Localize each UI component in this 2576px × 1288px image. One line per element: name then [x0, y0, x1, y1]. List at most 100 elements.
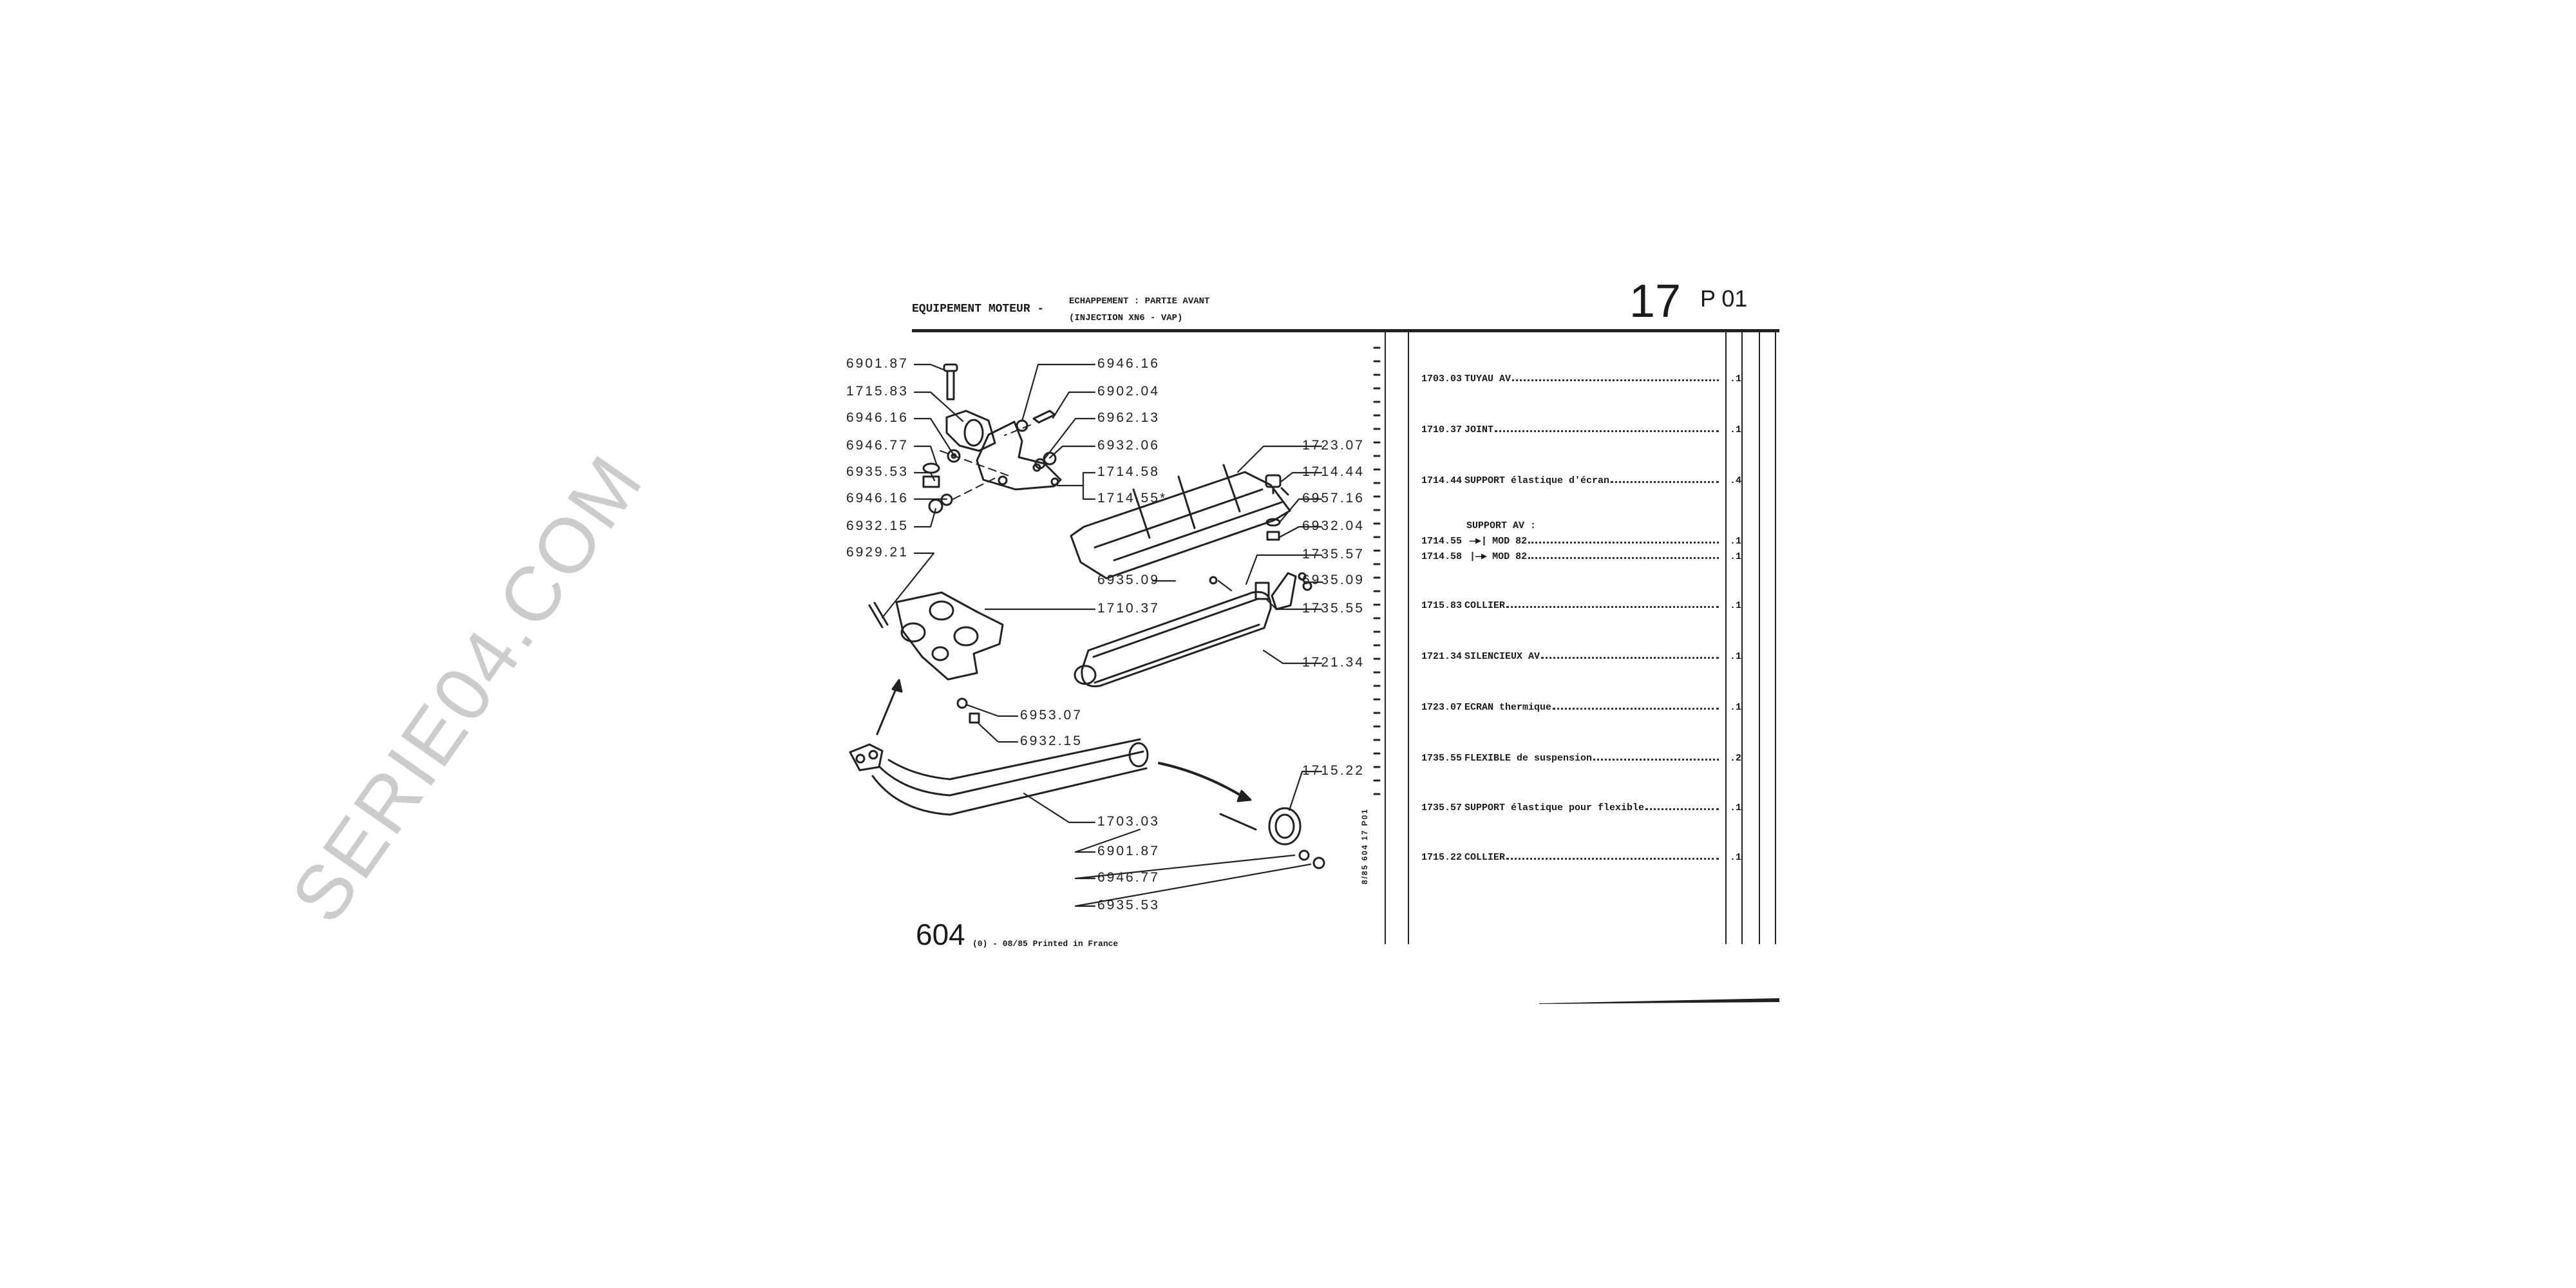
- part-name: COLLIER: [1464, 852, 1506, 863]
- part-ref: 1714.55: [1421, 536, 1463, 547]
- callout-label: 1710.37: [1097, 601, 1160, 616]
- dot-leader: [1645, 808, 1719, 810]
- dot-leader: [1528, 557, 1719, 559]
- part-qty: .1: [1730, 551, 1742, 562]
- parts-list-row: 1714.55 —▶| MOD 82: [1421, 536, 1721, 547]
- divider-list-left: [1408, 332, 1409, 944]
- callout-label: 6901.87: [1097, 844, 1160, 858]
- dot-leader: [1611, 481, 1719, 483]
- callout-label: 6902.04: [1097, 384, 1160, 399]
- part-name: TUYAU AV: [1464, 374, 1511, 384]
- callout-label: 6932.04: [1302, 518, 1365, 533]
- dot-leader: [1528, 542, 1719, 544]
- callout-label: 1714.55*: [1097, 491, 1168, 506]
- divider-qty: [1725, 332, 1727, 944]
- subtitle-line-2: (INJECTION XN6 - VAP): [1069, 313, 1183, 323]
- clamp-part: [1219, 807, 1325, 869]
- edition-note: (0) - 08/85 Printed in France: [972, 939, 1119, 949]
- scale-ruler: [1373, 346, 1381, 795]
- arrow-to-clamp: [1158, 762, 1247, 800]
- arrow-icon: |—▶: [1470, 551, 1488, 562]
- part-name: FLEXIBLE de suspension: [1464, 753, 1593, 764]
- muffler-part: [1074, 591, 1272, 688]
- callout-label: 1735.57: [1302, 547, 1365, 562]
- part-qty: .1: [1730, 536, 1742, 547]
- dot-leader: [1495, 430, 1719, 432]
- stud-part: [868, 601, 889, 629]
- callout-label: 6946.16: [846, 491, 909, 506]
- part-ref: 1735.55: [1421, 753, 1463, 764]
- dot-leader: [1541, 657, 1719, 659]
- model-number: 604: [916, 918, 965, 951]
- divider-ruler: [1385, 332, 1386, 944]
- callout-label: 6929.21: [846, 545, 909, 560]
- part-ref: 1710.37: [1421, 424, 1463, 435]
- callout-label: 1715.83: [846, 384, 909, 399]
- callout-label: 6946.77: [846, 438, 909, 453]
- part-qty: .4: [1730, 475, 1742, 486]
- part-qty: .1: [1730, 374, 1742, 384]
- callout-label: 6935.53: [1097, 898, 1160, 913]
- callout-label: 6957.16: [1302, 491, 1365, 506]
- bracket-plate-part: [976, 421, 1062, 491]
- dot-leader: [1593, 759, 1719, 761]
- callout-label: 1735.55: [1302, 601, 1365, 616]
- bolt-part: [943, 363, 958, 401]
- side-reference: 8/85 604 17 P01: [1360, 808, 1369, 885]
- dot-leader: [1553, 708, 1719, 710]
- arrow-icon: —▶|: [1470, 536, 1488, 547]
- part-ref: 1715.83: [1421, 600, 1463, 611]
- part-name: ECRAN thermique: [1464, 702, 1552, 713]
- callout-label: 6946.16: [1097, 356, 1160, 371]
- part-qty: .1: [1730, 702, 1742, 713]
- part-ref: 1723.07: [1421, 702, 1463, 713]
- callout-label: 6932.15: [1020, 734, 1083, 748]
- part-ref: 1721.34: [1421, 651, 1463, 662]
- callout-label: 1703.03: [1097, 814, 1160, 829]
- front-pipe-part: [849, 738, 1148, 816]
- bottom-rule: [1539, 998, 1779, 1004]
- part-name: MOD 82: [1492, 536, 1528, 547]
- part-ref: 1735.57: [1421, 802, 1463, 813]
- collar-part: [945, 410, 996, 452]
- callout-label: 6932.15: [846, 518, 909, 533]
- part-name: COLLIER: [1464, 600, 1506, 611]
- divider-col-3: [1759, 332, 1760, 944]
- callout-label: 1714.58: [1097, 464, 1160, 479]
- part-ref: 1703.03: [1421, 374, 1463, 384]
- part-name: JOINT: [1464, 424, 1494, 435]
- divider-col-2: [1741, 332, 1743, 944]
- part-name: MOD 82: [1492, 551, 1528, 562]
- callout-label: 1721.34: [1302, 655, 1365, 670]
- dot-leader: [1506, 606, 1719, 608]
- part-qty: .2: [1730, 753, 1742, 764]
- part-ref: 1715.22: [1421, 852, 1463, 863]
- dot-leader: [1512, 379, 1719, 381]
- parts-group-title: SUPPORT AV :: [1466, 520, 1721, 532]
- divider-col-4: [1775, 332, 1776, 944]
- callout-label: 6935.53: [846, 464, 909, 479]
- parts-list-row: 1714.58 |—▶ MOD 82: [1421, 551, 1721, 563]
- part-name: SUPPORT élastique pour flexible: [1464, 802, 1645, 813]
- callout-leaders: [881, 363, 1323, 907]
- callout-label: 6953.07: [1020, 708, 1083, 723]
- callout-label: 6946.16: [846, 410, 909, 425]
- part-name: SUPPORT élastique d'écran: [1464, 475, 1610, 486]
- dot-leader: [1506, 858, 1719, 860]
- callout-label: 6901.87: [846, 356, 909, 371]
- heat-shield-part: [1070, 464, 1291, 580]
- group-number: 17: [1629, 276, 1681, 327]
- part-ref: 1714.44: [1421, 475, 1463, 486]
- page-code: P 01: [1700, 285, 1748, 312]
- part-ref: 1714.58: [1421, 551, 1463, 562]
- part-qty: .1: [1730, 802, 1742, 813]
